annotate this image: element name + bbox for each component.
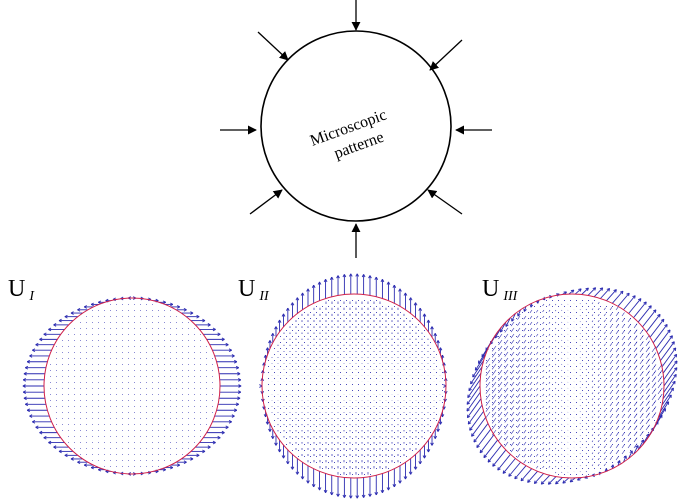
interior-dots	[268, 300, 443, 475]
load-arrows	[220, 0, 492, 258]
displacement-vectors	[22, 296, 242, 476]
microscopic-pattern-diagram: Microscopic patterne	[220, 0, 492, 258]
arrow-top-right	[429, 39, 463, 71]
arrow-top-left	[257, 31, 289, 61]
interior-dots	[486, 300, 661, 475]
mode-u2-panel	[259, 273, 448, 499]
inner-vectors	[271, 301, 441, 475]
displacement-vectors	[466, 287, 678, 485]
reference-boundary	[43, 297, 221, 475]
arrow-bottom-right	[427, 189, 463, 215]
inner-vectors	[485, 302, 663, 474]
mode-u3-panel	[466, 287, 678, 485]
pattern-circle	[260, 30, 452, 222]
interior-dots	[50, 304, 213, 467]
arrow-bottom-left	[249, 189, 283, 215]
mode-u1-panel	[22, 296, 242, 476]
displacement-vectors	[259, 273, 448, 499]
reference-boundary	[479, 293, 665, 479]
reference-boundary	[261, 293, 447, 479]
